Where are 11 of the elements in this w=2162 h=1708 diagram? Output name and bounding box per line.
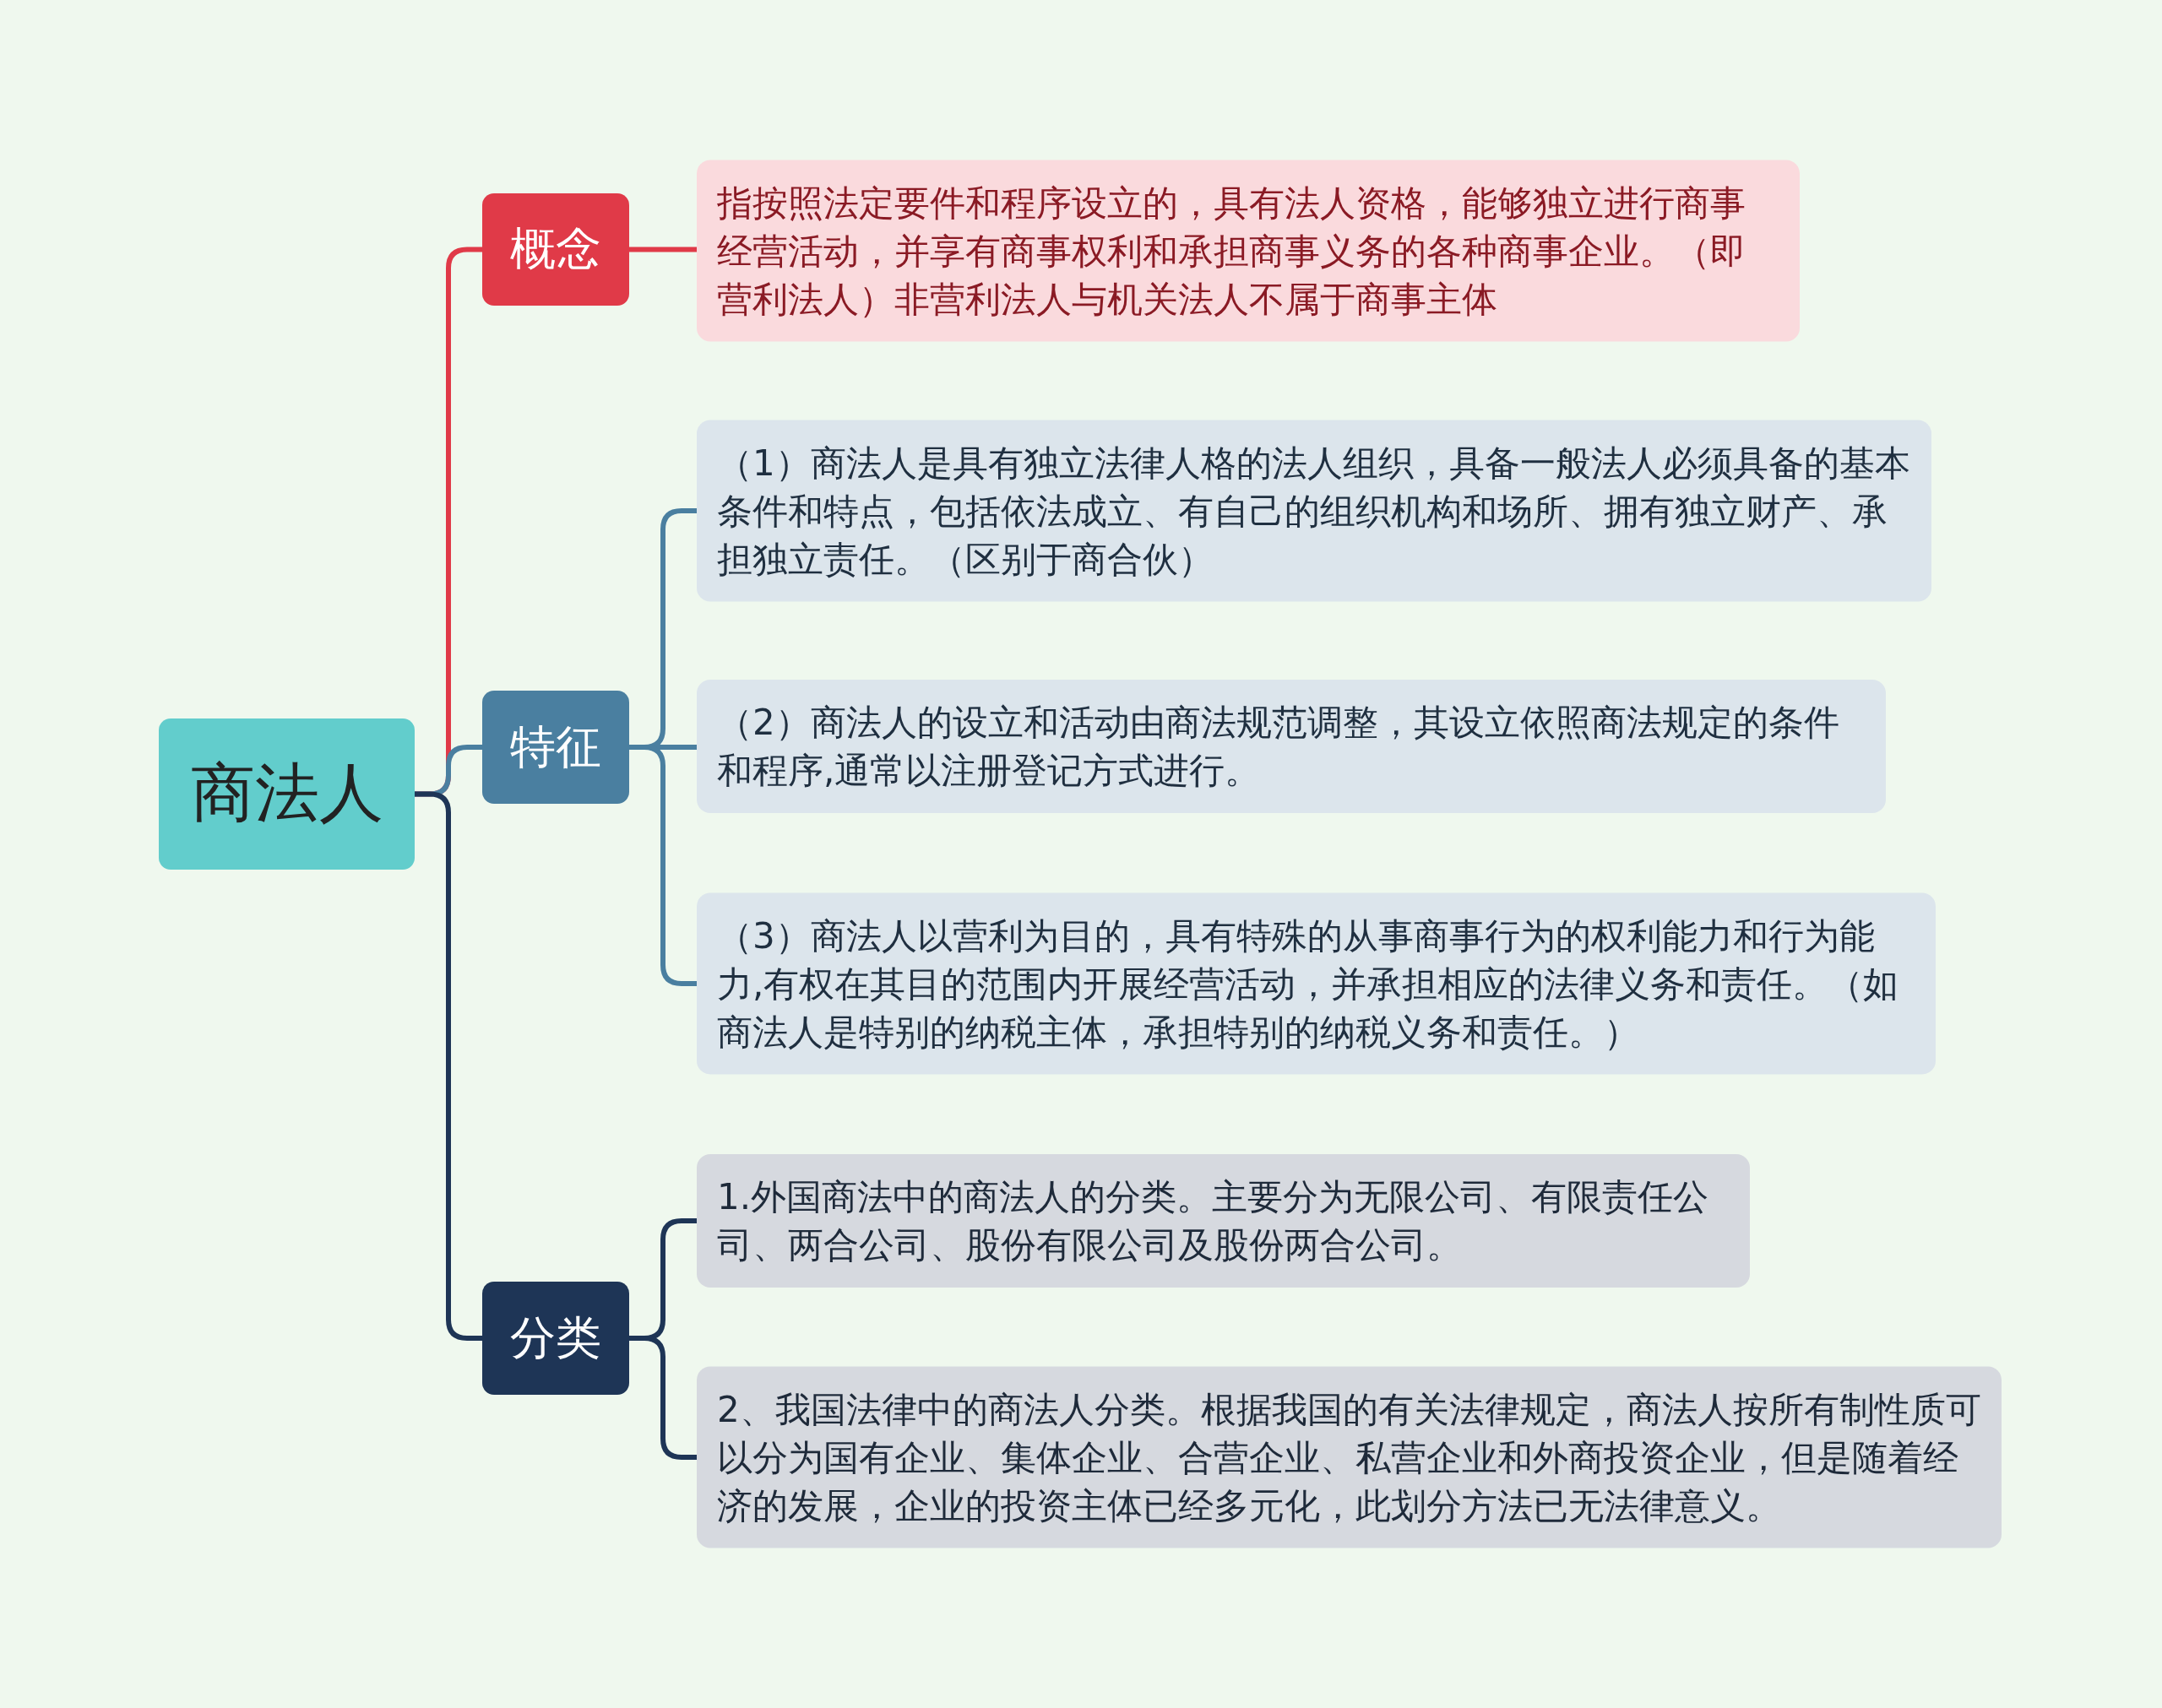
branch-topic: 分类 (482, 1282, 629, 1395)
branch-topic: 概念 (482, 193, 629, 306)
note-box: 指按照法定要件和程序设立的，具有法人资格，能够独立进行商事经营活动，并享有商事权利和承担商事义务的各种商事企业。（即营利法人）非营利法人与机关法人不属于商事主体 (697, 160, 1800, 342)
branch-topic: 特征 (482, 691, 629, 804)
note-box: 2、我国法律中的商法人分类。根据我国的有关法律规定，商法人按所有制性质可以分为国有企业、集体企业、合营企业、私营企业和外商投资企业，但是随着经济的发展，企业的投资主体已经多元化，此划分方法已无法律意义。 (697, 1366, 2002, 1548)
note-box: （1）商法人是具有独立法律人格的法人组织，具备一般法人必须具备的基本条件和特点，包括依法成立、有自己的组织机构和场所、拥有独立财产、承担独立责任。（区别于商合伙） (697, 420, 1931, 602)
note-box: （2）商法人的设立和活动由商法规范调整，其设立依照商法规定的条件和程序,通常以注册登记方式进行。 (697, 680, 1886, 813)
note-box: （3）商法人以营利为目的，具有特殊的从事商事行为的权利能力和行为能力,有权在其目的范围内开展经营活动，并承担相应的法律义务和责任。（如商法人是特别的纳税主体，承担特别的纳税义务和责任。） (697, 892, 1936, 1075)
note-box: 1.外国商法中的商法人的分类。主要分为无限公司、有限责任公司、两合公司、股份有限公司及股份两合公司。 (697, 1154, 1750, 1288)
connector-line (629, 247, 697, 252)
root-topic: 商法人 (159, 718, 415, 870)
